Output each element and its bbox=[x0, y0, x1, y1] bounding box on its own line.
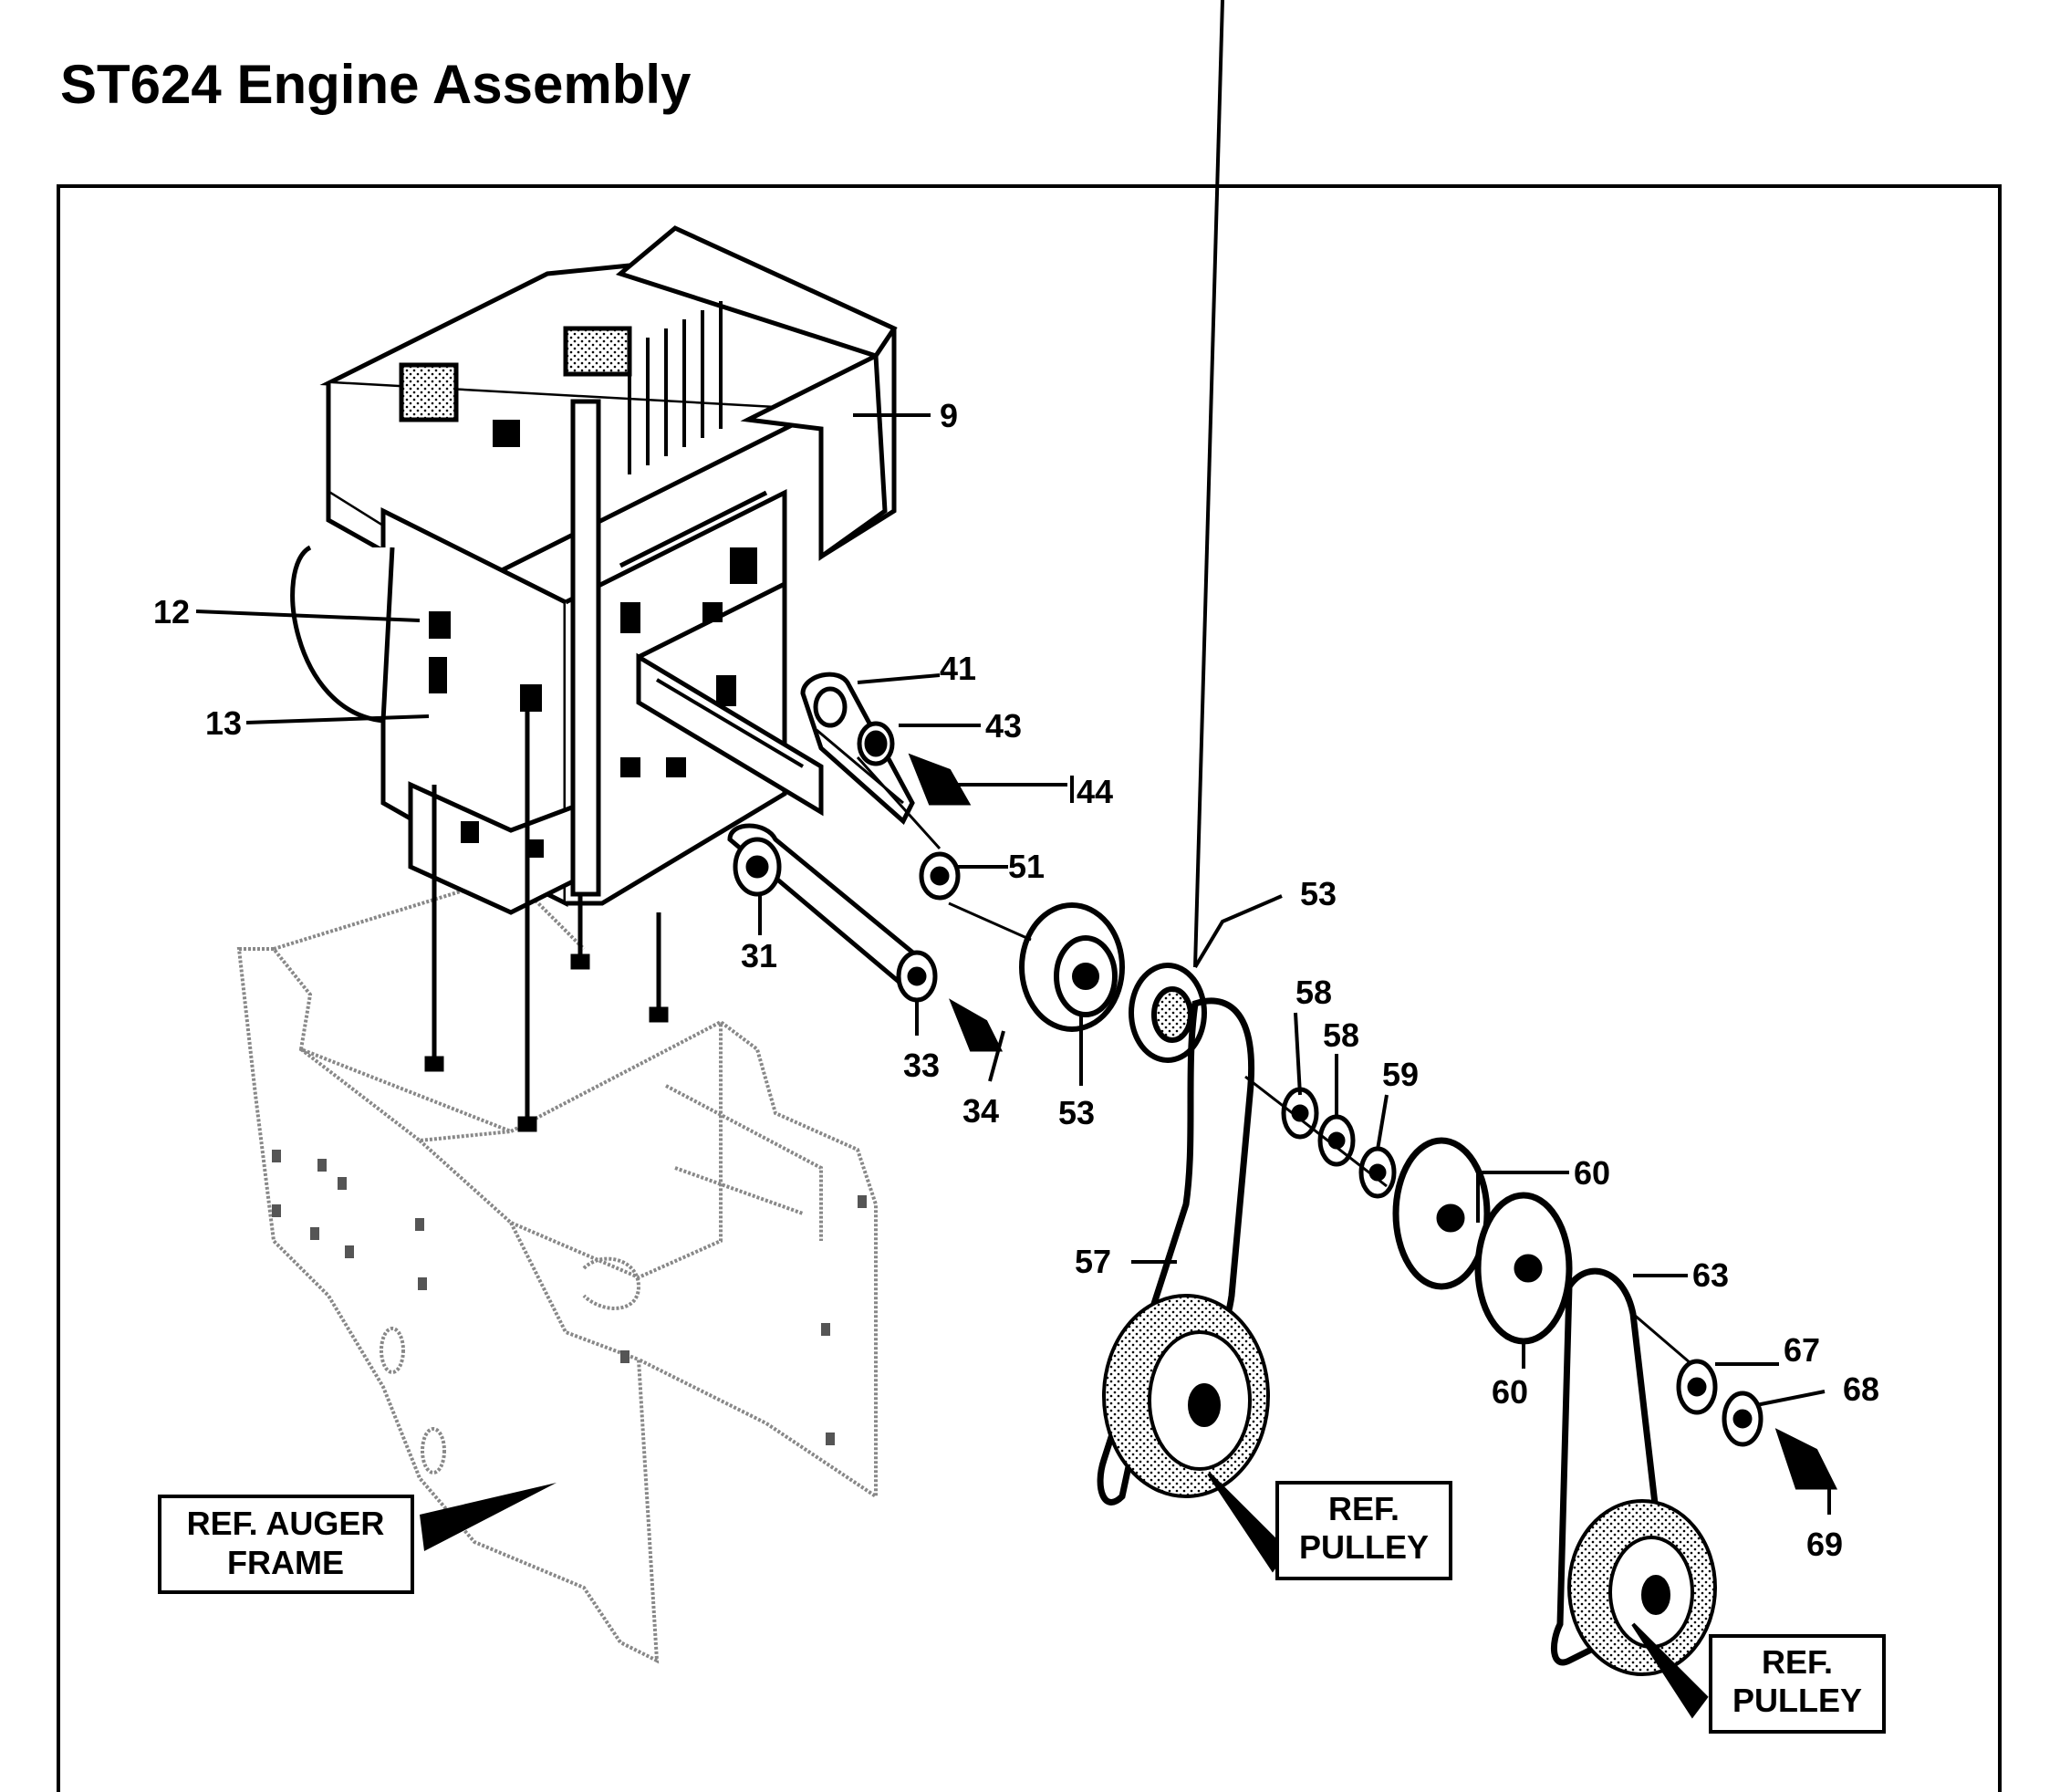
callout-9: 9 bbox=[940, 397, 958, 434]
callout-31: 31 bbox=[741, 937, 777, 974]
auger-frame-drawing bbox=[236, 873, 878, 1664]
small-washers-58-59 bbox=[1244, 1075, 1397, 1199]
ref-pulley-2-line1: REF. bbox=[1762, 1643, 1833, 1681]
callout-69: 69 bbox=[1806, 1526, 1843, 1563]
ref-pulley-1-line1: REF. bbox=[1328, 1490, 1399, 1527]
ref-auger-frame-box: REF. AUGER FRAME bbox=[158, 1495, 414, 1594]
callout-43: 43 bbox=[985, 707, 1022, 745]
leader-lines bbox=[195, 0, 1831, 1515]
belt-63 bbox=[1550, 1267, 1698, 1666]
ref-pulley-1-line2: PULLEY bbox=[1299, 1528, 1429, 1566]
callout-34: 34 bbox=[962, 1092, 999, 1130]
diagram-frame bbox=[57, 184, 2002, 1792]
engine-black-details bbox=[429, 420, 757, 858]
callout-12: 12 bbox=[153, 593, 190, 630]
callout-60-lower: 60 bbox=[1492, 1373, 1528, 1411]
callout-51: 51 bbox=[1008, 848, 1045, 885]
callout-63: 63 bbox=[1692, 1256, 1729, 1294]
engine-drawing bbox=[290, 225, 898, 915]
callout-33: 33 bbox=[903, 1047, 940, 1084]
auger-frame-arrow bbox=[420, 1483, 557, 1551]
callout-58-upper: 58 bbox=[1295, 974, 1332, 1011]
ref-pulley-2-drawing bbox=[1567, 1499, 1717, 1719]
mounting-bolts bbox=[424, 693, 669, 1132]
callout-67: 67 bbox=[1784, 1331, 1820, 1369]
page-title: ST624 Engine Assembly bbox=[60, 54, 692, 115]
callout-53-top: 53 bbox=[1300, 875, 1337, 912]
callout-59: 59 bbox=[1382, 1056, 1419, 1093]
callout-13: 13 bbox=[205, 704, 242, 742]
ref-pulley-1-box: REF. PULLEY bbox=[1275, 1481, 1452, 1580]
idler-arm-parts bbox=[727, 672, 1067, 1052]
callout-44: 44 bbox=[1077, 773, 1113, 810]
callout-57: 57 bbox=[1075, 1243, 1111, 1280]
callout-68: 68 bbox=[1843, 1370, 1879, 1408]
ref-pulley-1-drawing bbox=[1102, 1294, 1289, 1573]
callout-41: 41 bbox=[940, 650, 976, 687]
ref-auger-frame-line2: FRAME bbox=[227, 1544, 344, 1581]
ref-pulley-2-box: REF. PULLEY bbox=[1709, 1634, 1886, 1734]
auger-frame-holes bbox=[272, 1150, 867, 1445]
ref-auger-frame-line1: REF. AUGER bbox=[187, 1505, 385, 1542]
callout-53-bottom: 53 bbox=[1058, 1094, 1095, 1131]
pulley-53 bbox=[948, 901, 1207, 1063]
hardware-67-68-69 bbox=[1676, 1359, 1838, 1490]
ref-pulley-2-line2: PULLEY bbox=[1732, 1682, 1862, 1719]
callout-58-lower: 58 bbox=[1323, 1016, 1359, 1054]
callout-60-right: 60 bbox=[1574, 1154, 1610, 1192]
